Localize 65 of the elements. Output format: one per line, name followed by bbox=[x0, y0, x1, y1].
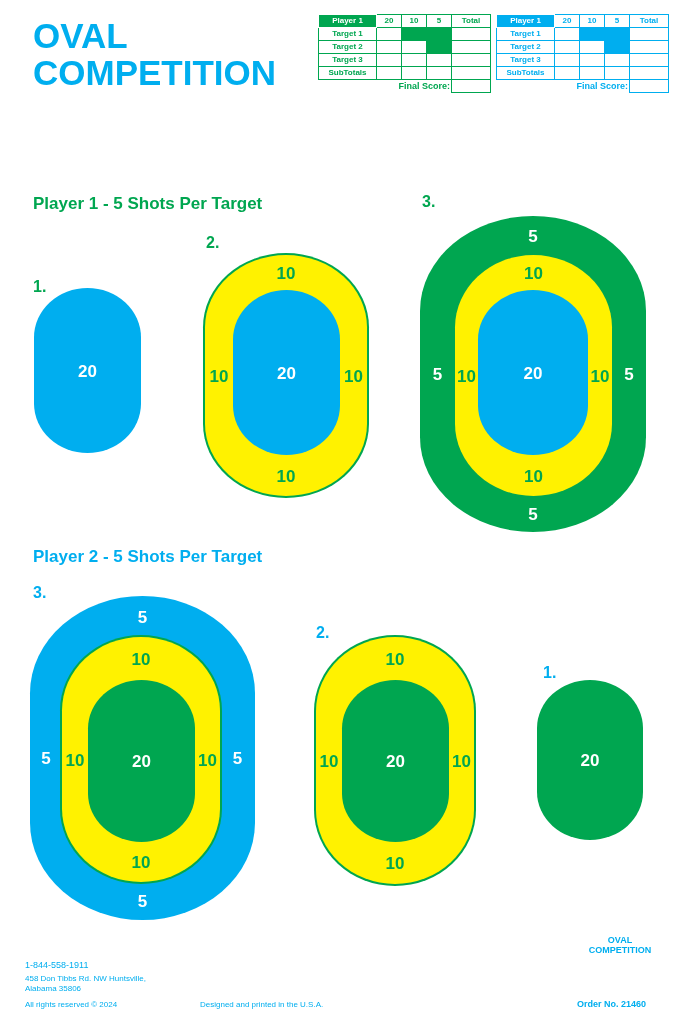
target-number: 1. bbox=[543, 664, 557, 682]
score-value: 20 bbox=[78, 362, 97, 379]
score-value: 5 bbox=[624, 365, 634, 383]
score-value: 20 bbox=[580, 751, 600, 769]
target-number: 3. bbox=[422, 193, 436, 211]
column-header: 10 bbox=[401, 14, 427, 28]
row-header: Target 2 bbox=[318, 40, 377, 54]
score-value: 20 bbox=[277, 364, 296, 381]
score-value: 5 bbox=[528, 505, 538, 523]
target-number: 2. bbox=[316, 624, 330, 642]
score-value: 10 bbox=[457, 367, 476, 384]
score-value: 10 bbox=[590, 367, 610, 384]
row-header: Target 3 bbox=[318, 53, 377, 67]
section-heading: Player 2 - 5 Shots Per Target bbox=[33, 547, 263, 567]
final-score-label: Final Score: bbox=[318, 79, 452, 93]
product-name: OVAL COMPETITION bbox=[587, 936, 653, 956]
score-value: 20 bbox=[132, 752, 151, 770]
score-value: 10 bbox=[65, 751, 85, 768]
row-header: Target 1 bbox=[318, 27, 377, 41]
row-header: SubTotals bbox=[496, 66, 555, 80]
score-value: 10 bbox=[319, 752, 339, 769]
row-header: Target 1 bbox=[496, 27, 555, 41]
order-number: Order No. 21460 bbox=[577, 999, 647, 1009]
column-header: Total bbox=[451, 14, 491, 28]
title: OVAL COMPETITION bbox=[33, 18, 273, 92]
score-value: 10 bbox=[344, 367, 363, 384]
column-header: Player 1 bbox=[318, 14, 377, 28]
score-value: 10 bbox=[198, 751, 217, 768]
column-header: Player 1 bbox=[496, 14, 555, 28]
score-value: 10 bbox=[452, 752, 471, 769]
score-value: 10 bbox=[385, 854, 405, 872]
phone-number: 1-844-558-1911 bbox=[25, 960, 89, 970]
score-value: 10 bbox=[131, 853, 151, 871]
target-number: 1. bbox=[33, 278, 47, 296]
column-header: 10 bbox=[579, 14, 605, 28]
row-header: SubTotals bbox=[318, 66, 377, 80]
target-number: 2. bbox=[206, 234, 220, 252]
score-value: 10 bbox=[276, 467, 296, 484]
score-value: 20 bbox=[523, 364, 543, 381]
score-value: 5 bbox=[137, 892, 148, 910]
score-value: 5 bbox=[137, 608, 148, 625]
column-header: 5 bbox=[604, 14, 630, 28]
row-header: Target 2 bbox=[496, 40, 555, 54]
score-value: 5 bbox=[232, 749, 243, 767]
column-header: 20 bbox=[554, 14, 580, 28]
column-header: Total bbox=[629, 14, 669, 28]
final-score-label: Final Score: bbox=[496, 79, 630, 93]
section-heading: Player 1 - 5 Shots Per Target bbox=[33, 194, 263, 214]
score-value: 5 bbox=[528, 227, 538, 244]
score-value: 5 bbox=[432, 365, 443, 383]
score-value: 10 bbox=[276, 264, 296, 281]
column-header: 5 bbox=[426, 14, 452, 28]
column-header: 20 bbox=[376, 14, 402, 28]
print-note: Designed and printed in the U.S.A. bbox=[200, 1000, 324, 1009]
score-value: 10 bbox=[209, 367, 229, 384]
copyright-text: All rights reserved © 2024 bbox=[25, 1000, 118, 1009]
score-value: 10 bbox=[524, 264, 543, 281]
score-value: 10 bbox=[524, 467, 543, 484]
score-value: 10 bbox=[131, 650, 151, 667]
score-value: 10 bbox=[385, 650, 405, 667]
score-value: 20 bbox=[386, 752, 405, 770]
row-header: Target 3 bbox=[496, 53, 555, 67]
score-value: 5 bbox=[41, 749, 51, 767]
target-number: 3. bbox=[33, 584, 47, 602]
address-text: 458 Don Tibbs Rd. NW Huntsville, Alabama 35806 bbox=[25, 974, 147, 994]
